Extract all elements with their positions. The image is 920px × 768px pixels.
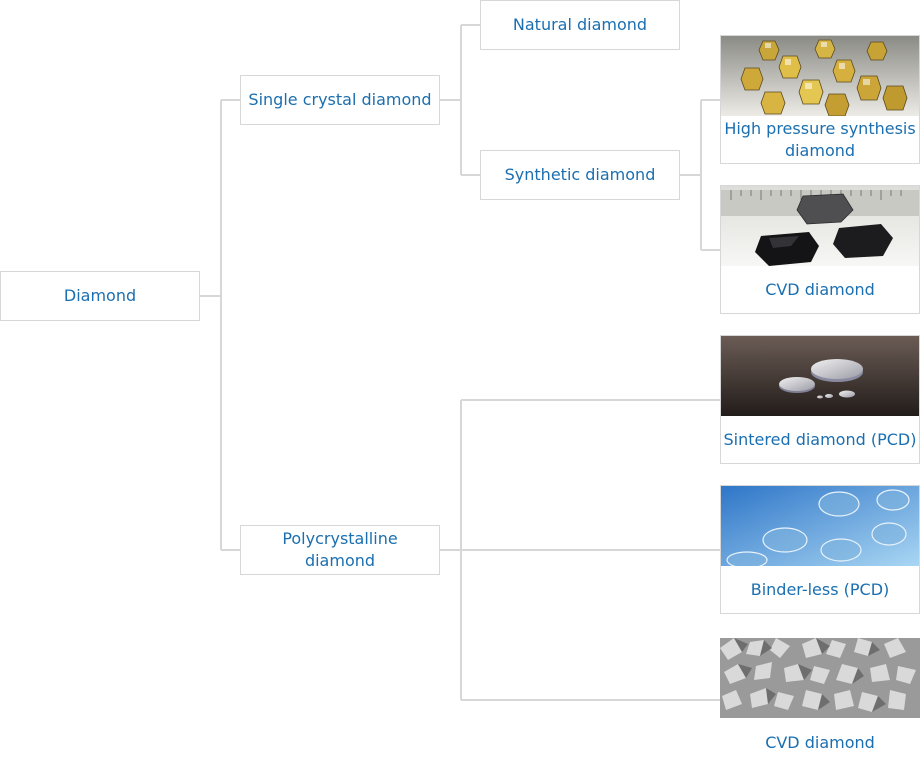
card-cvd-poly-caption: CVD diamond: [765, 733, 875, 752]
card-high-pressure-caption: High pressure synthesis diamond: [724, 118, 916, 160]
card-sintered-pcd-caption: Sintered diamond (PCD): [723, 429, 917, 449]
card-sintered-pcd: Sintered diamond (PCD): [720, 335, 920, 464]
node-natural-label: Natural diamond: [512, 15, 648, 34]
node-natural: Natural diamond: [480, 0, 680, 50]
card-high-pressure: High pressure synthesis diamond: [720, 35, 920, 164]
card-cvd-single-caption: CVD diamond: [765, 279, 875, 299]
card-cvd-poly: CVD diamond: [720, 638, 920, 768]
node-single-crystal-label: Single crystal diamond: [248, 90, 432, 109]
node-synthetic-label: Synthetic diamond: [504, 165, 656, 184]
card-binderless-pcd: Binder-less (PCD): [720, 485, 920, 614]
cvd-polycrystalline-surface-photo: [720, 638, 920, 718]
node-synthetic: Synthetic diamond: [480, 150, 680, 200]
binderless-pcd-discs-photo: [721, 486, 919, 566]
card-binderless-pcd-caption: Binder-less (PCD): [750, 579, 890, 599]
node-single-crystal: Single crystal diamond: [240, 75, 440, 125]
node-diamond: Diamond: [0, 271, 200, 321]
hpht-diamond-crystals-photo: [721, 36, 919, 116]
node-polycrystalline: Polycrystalline diamond: [240, 525, 440, 575]
node-polycrystalline-label: Polycrystalline diamond: [282, 529, 398, 570]
sintered-pcd-discs-photo: [721, 336, 919, 416]
cvd-diamond-plates-photo: [721, 186, 919, 266]
card-cvd-single: CVD diamond: [720, 185, 920, 314]
node-diamond-label: Diamond: [63, 286, 137, 305]
